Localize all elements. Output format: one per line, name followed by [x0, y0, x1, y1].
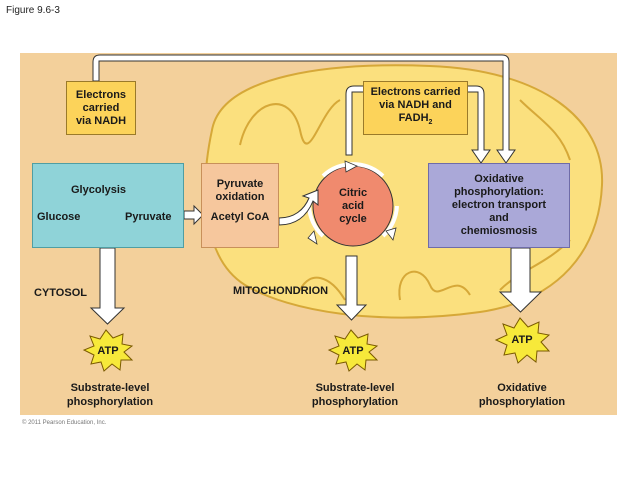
- substrate-level-left: Substrate-level phosphorylation: [50, 381, 170, 409]
- electron-arrows: [92, 54, 516, 164]
- acetyl-to-cycle-arrow: [278, 189, 319, 226]
- atp-label-left: ATP: [97, 345, 119, 357]
- glycolysis-down-arrow: [89, 247, 126, 325]
- substrate-middle-line2: phosphorylation: [311, 396, 399, 408]
- copyright-notice: © 2011 Pearson Education, Inc.: [22, 420, 107, 426]
- cytosol-label: CYTOSOL: [34, 287, 87, 299]
- cycle-arrowheads: [307, 160, 397, 245]
- citric-line1: Citric: [338, 187, 368, 199]
- atp-down-arrows: [89, 247, 543, 325]
- atp-burst-middle: [327, 329, 379, 372]
- oxidative-line1: Oxidative: [474, 173, 524, 185]
- substrate-middle-line1: Substrate-level: [315, 382, 395, 394]
- electrons-fadh-line1: Electrons carried: [370, 86, 461, 99]
- atp-label-middle: ATP: [342, 345, 364, 357]
- oxidative-line5: chemiosmosis: [460, 225, 538, 237]
- atp-burst-left: [82, 329, 134, 372]
- electrons-fadh-line3: FADH: [398, 112, 429, 125]
- oxidative-line2: phosphorylation:: [454, 186, 544, 198]
- oxidative-line4: and: [489, 212, 509, 224]
- pyruvate-label: Pyruvate: [125, 211, 172, 223]
- pyruvate-oxidation-line2: oxidation: [215, 191, 265, 203]
- citric-line2: acid: [341, 200, 364, 212]
- glycolysis-to-oxidation-arrow: [183, 204, 204, 226]
- substrate-left-line1: Substrate-level: [70, 382, 150, 394]
- citric-cycle-label: Citric acid cycle: [323, 187, 383, 226]
- mitochondrion-label: MITOCHONDRION: [233, 285, 329, 297]
- oxidative-phosphorylation-box: Oxidative phosphorylation: electron tran…: [428, 163, 570, 248]
- substrate-level-middle: Substrate-level phosphorylation: [295, 381, 415, 409]
- figure-label: Figure 9.6-3: [6, 5, 60, 16]
- glucose-label: Glucose: [37, 211, 81, 223]
- pyruvate-oxidation-box: Pyruvate oxidation Acetyl CoA: [201, 163, 279, 248]
- pyruvate-oxidation-line1: Pyruvate: [216, 178, 264, 190]
- substrate-left-line2: phosphorylation: [66, 396, 154, 408]
- electrons-nadh-line1: Electrons: [75, 88, 127, 101]
- atp-burst-right: [494, 317, 551, 364]
- atp-label-right: ATP: [511, 334, 533, 346]
- citric-line3: cycle: [339, 213, 367, 225]
- glycolysis-title: Glycolysis: [71, 184, 127, 196]
- glycolysis-box: Glycolysis Glucose Pyruvate: [32, 163, 184, 248]
- fadh-electron-arrow: [345, 85, 491, 164]
- electrons-nadh-box: Electrons carried via NADH: [66, 81, 136, 135]
- citric-down-arrow: [335, 255, 368, 321]
- nadh-electron-arrow: [92, 54, 516, 164]
- electrons-nadh-line2: carried: [82, 101, 120, 114]
- electrons-fadh-line2: via NADH and: [379, 99, 452, 112]
- electrons-fadh-line3-wrap: FADH2: [399, 112, 433, 129]
- oxidative-down-arrow: [498, 247, 543, 313]
- oxidative-line3: electron transport: [451, 199, 547, 211]
- atp-bursts: [82, 317, 551, 372]
- fadh-subscript: 2: [428, 119, 433, 127]
- oxidative-phos-line1: Oxidative: [497, 382, 547, 394]
- electrons-nadh-line3: via NADH: [75, 114, 127, 127]
- electrons-nadh-fadh-box: Electrons carried via NADH and FADH2: [363, 81, 468, 135]
- oxidative-phosphorylation-label: Oxidative phosphorylation: [462, 381, 582, 409]
- acetyl-coa-label: Acetyl CoA: [210, 211, 270, 223]
- oxidative-phos-line2: phosphorylation: [478, 396, 566, 408]
